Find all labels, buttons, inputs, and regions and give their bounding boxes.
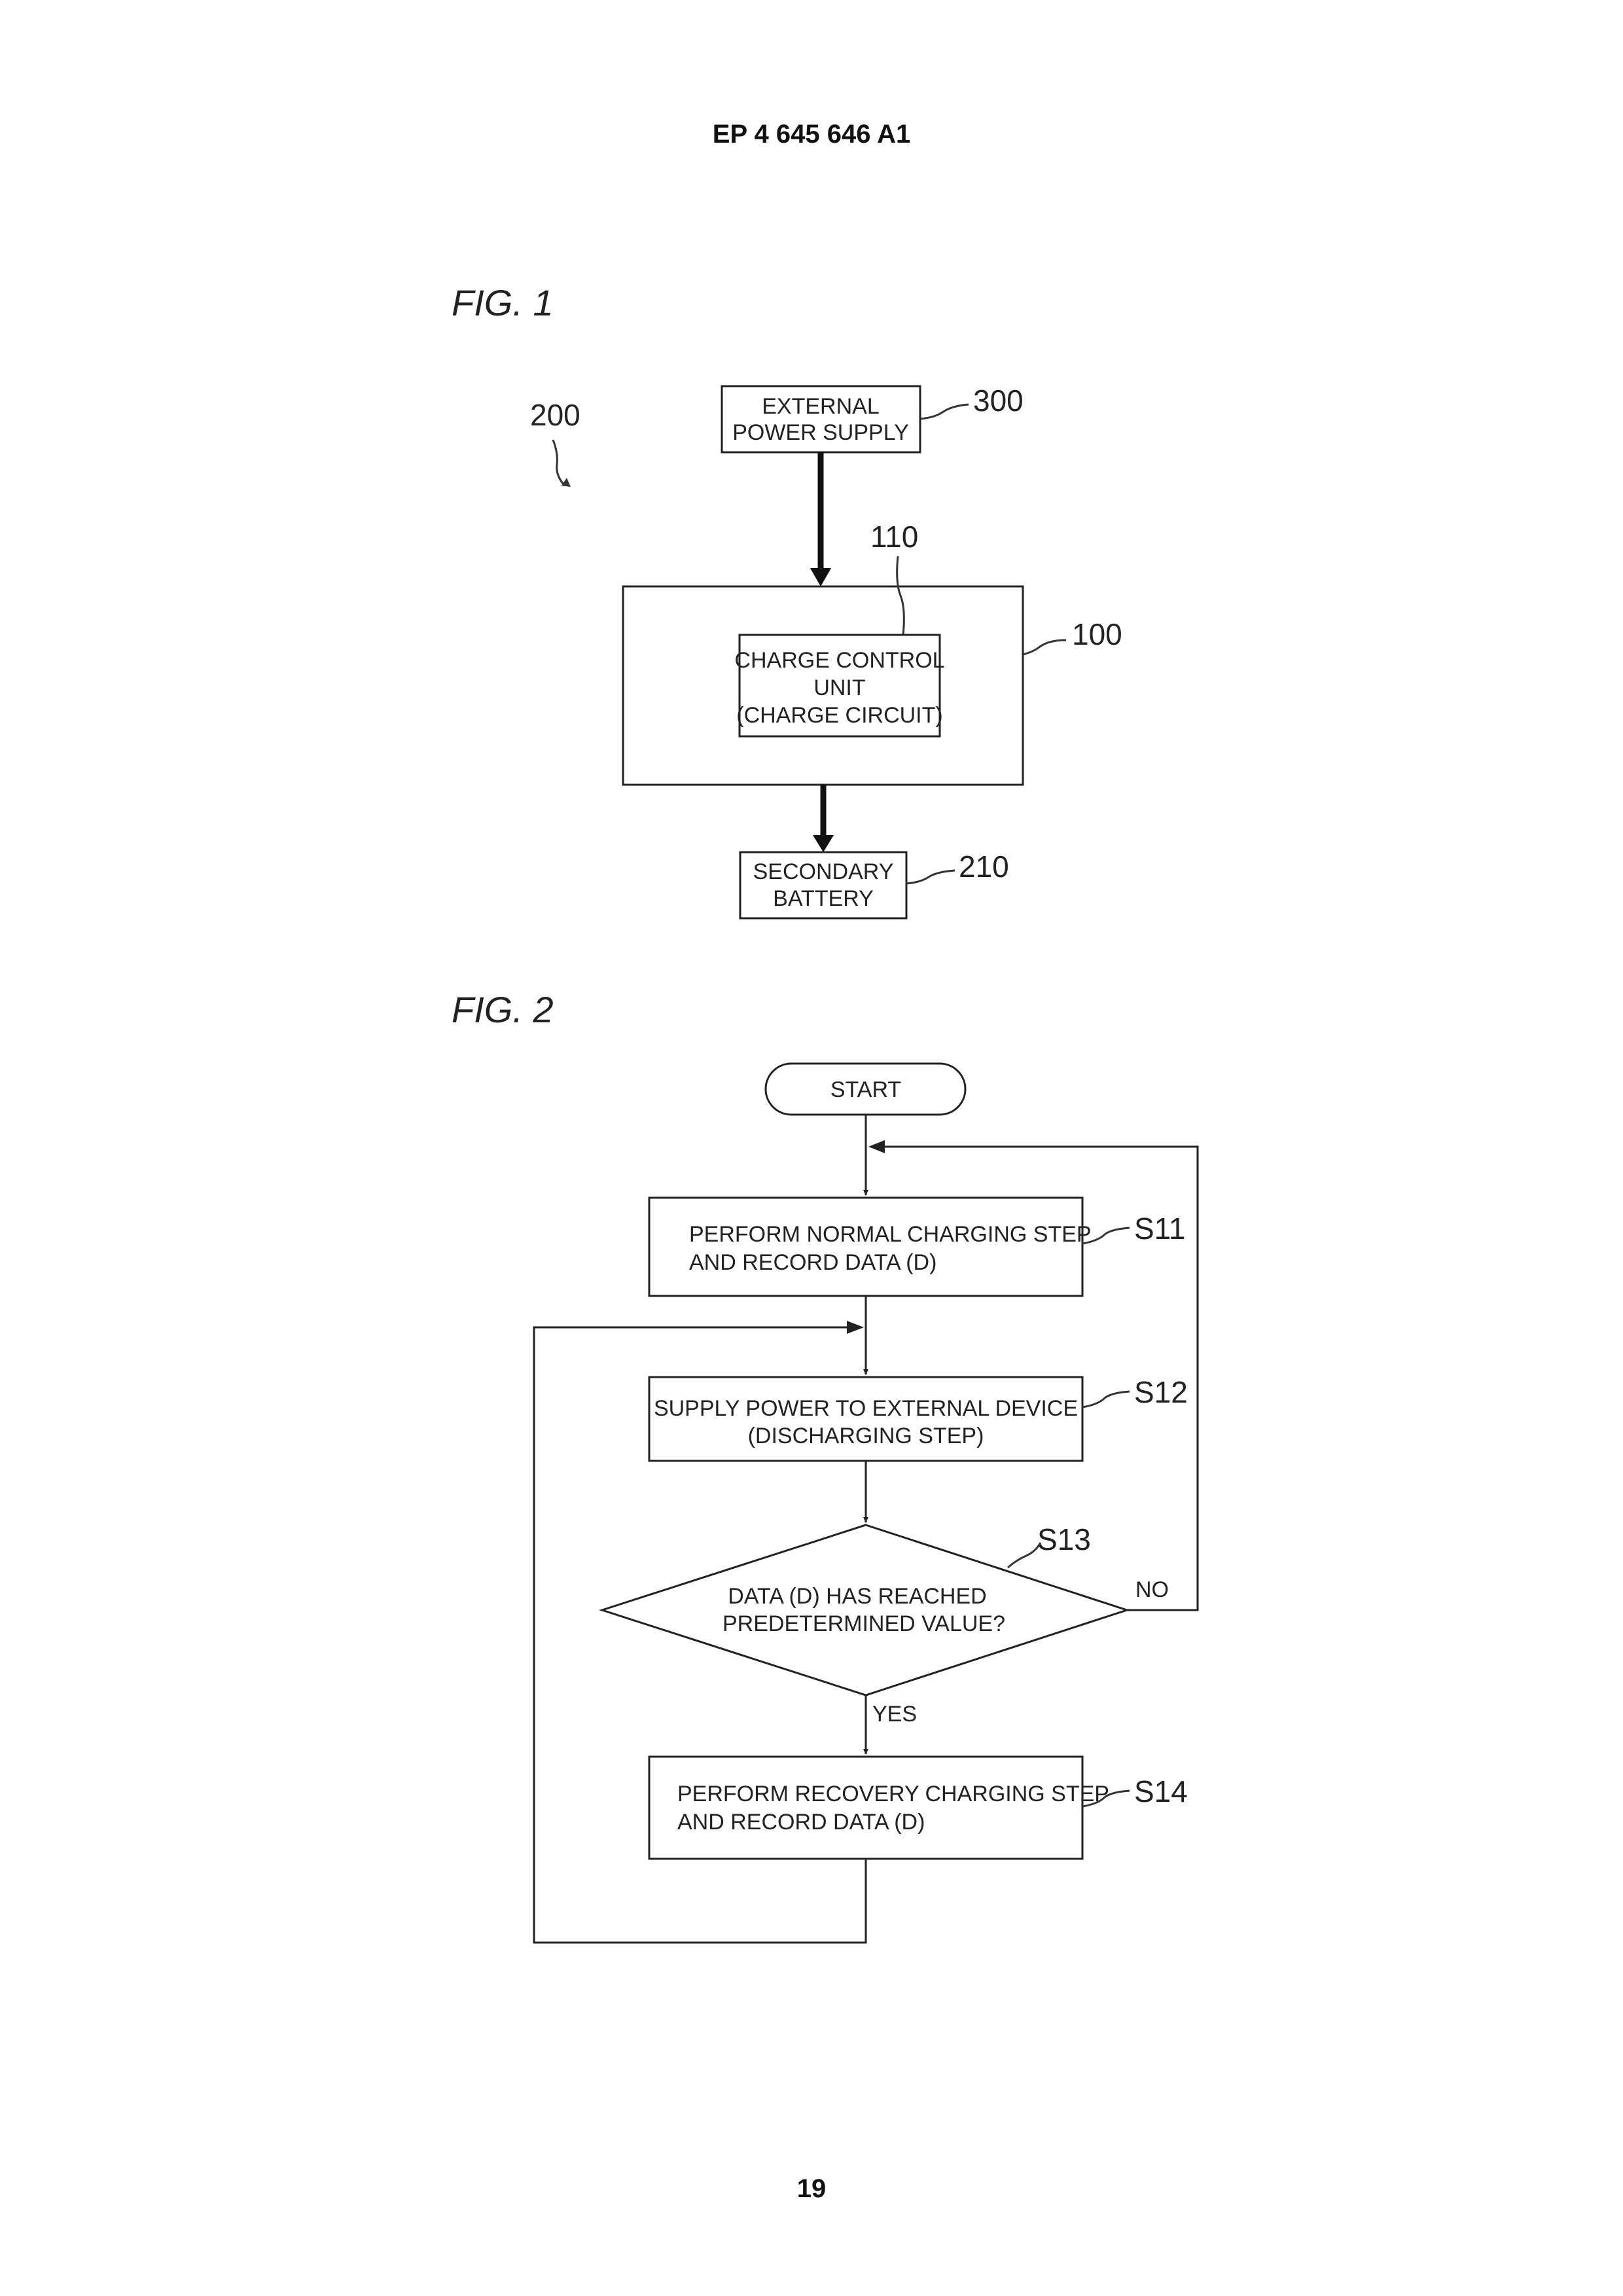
start-terminal: START bbox=[766, 1064, 965, 1115]
external-power-supply-line2: POWER SUPPLY bbox=[732, 420, 909, 445]
ref-s13: S13 bbox=[1037, 1522, 1091, 1556]
fig1-block-diagram: 200 EXTERNAL POWER SUPPLY 300 100 110 bbox=[530, 384, 1122, 918]
external-power-supply-line1: EXTERNAL bbox=[762, 394, 880, 419]
ref-300: 300 bbox=[973, 384, 1024, 418]
flow-s14-loop-arrowhead bbox=[847, 1321, 864, 1334]
charge-control-unit-line1: CHARGE CONTROL bbox=[734, 648, 944, 673]
ref-100: 100 bbox=[1072, 617, 1122, 651]
page-number: 19 bbox=[0, 2174, 1623, 2204]
s12-line2: (DISCHARGING STEP) bbox=[748, 1424, 984, 1448]
no-label: NO bbox=[1135, 1577, 1169, 1602]
power-flow-arrowhead-1 bbox=[810, 568, 831, 586]
s14-line2: AND RECORD DATA (D) bbox=[677, 1810, 925, 1835]
ref-s14: S14 bbox=[1134, 1774, 1188, 1808]
s13-line2: PREDETERMINED VALUE? bbox=[722, 1611, 1005, 1636]
step-s11-box: PERFORM NORMAL CHARGING STEP AND RECORD … bbox=[649, 1198, 1092, 1296]
ref-s12: S12 bbox=[1134, 1375, 1188, 1409]
s13-line1: DATA (D) HAS REACHED bbox=[728, 1584, 986, 1609]
secondary-battery-line2: BATTERY bbox=[773, 886, 874, 911]
ref-210: 210 bbox=[959, 850, 1009, 884]
ref-110-leader bbox=[897, 556, 904, 635]
charge-control-unit-box: CHARGE CONTROL UNIT (CHARGE CIRCUIT) bbox=[734, 635, 944, 736]
fig2-flowchart: START PERFORM NORMAL CHARGING STEP AND R… bbox=[534, 1064, 1198, 1943]
ref-100-leader bbox=[1023, 640, 1066, 655]
s11-line1: PERFORM NORMAL CHARGING STEP bbox=[689, 1222, 1092, 1247]
ref-110: 110 bbox=[870, 520, 918, 554]
system-ref-leader bbox=[553, 440, 563, 484]
charge-control-unit-line3: (CHARGE CIRCUIT) bbox=[736, 703, 942, 728]
system-ref-200: 200 bbox=[530, 398, 580, 432]
ref-s11: S11 bbox=[1134, 1211, 1185, 1246]
step-s12-box: SUPPLY POWER TO EXTERNAL DEVICE (DISCHAR… bbox=[649, 1377, 1082, 1461]
ref-s13-leader bbox=[1008, 1543, 1041, 1568]
start-label: START bbox=[830, 1077, 901, 1102]
power-flow-arrowhead-2 bbox=[813, 835, 834, 852]
flow-no-loop-arrowhead bbox=[868, 1140, 885, 1153]
s14-line1: PERFORM RECOVERY CHARGING STEP bbox=[677, 1782, 1109, 1806]
ref-s12-leader bbox=[1082, 1391, 1130, 1407]
step-s14-box: PERFORM RECOVERY CHARGING STEP AND RECOR… bbox=[649, 1757, 1109, 1859]
external-power-supply-box: EXTERNAL POWER SUPPLY bbox=[722, 386, 920, 452]
charge-control-unit-line2: UNIT bbox=[813, 675, 865, 700]
secondary-battery-line1: SECONDARY bbox=[753, 859, 894, 884]
secondary-battery-box: SECONDARY BATTERY bbox=[740, 852, 906, 918]
ref-210-leader bbox=[906, 870, 955, 884]
yes-label: YES bbox=[872, 1702, 917, 1727]
ref-300-leader bbox=[920, 404, 969, 419]
s11-line2: AND RECORD DATA (D) bbox=[689, 1250, 936, 1275]
s12-line1: SUPPLY POWER TO EXTERNAL DEVICE bbox=[654, 1396, 1078, 1421]
